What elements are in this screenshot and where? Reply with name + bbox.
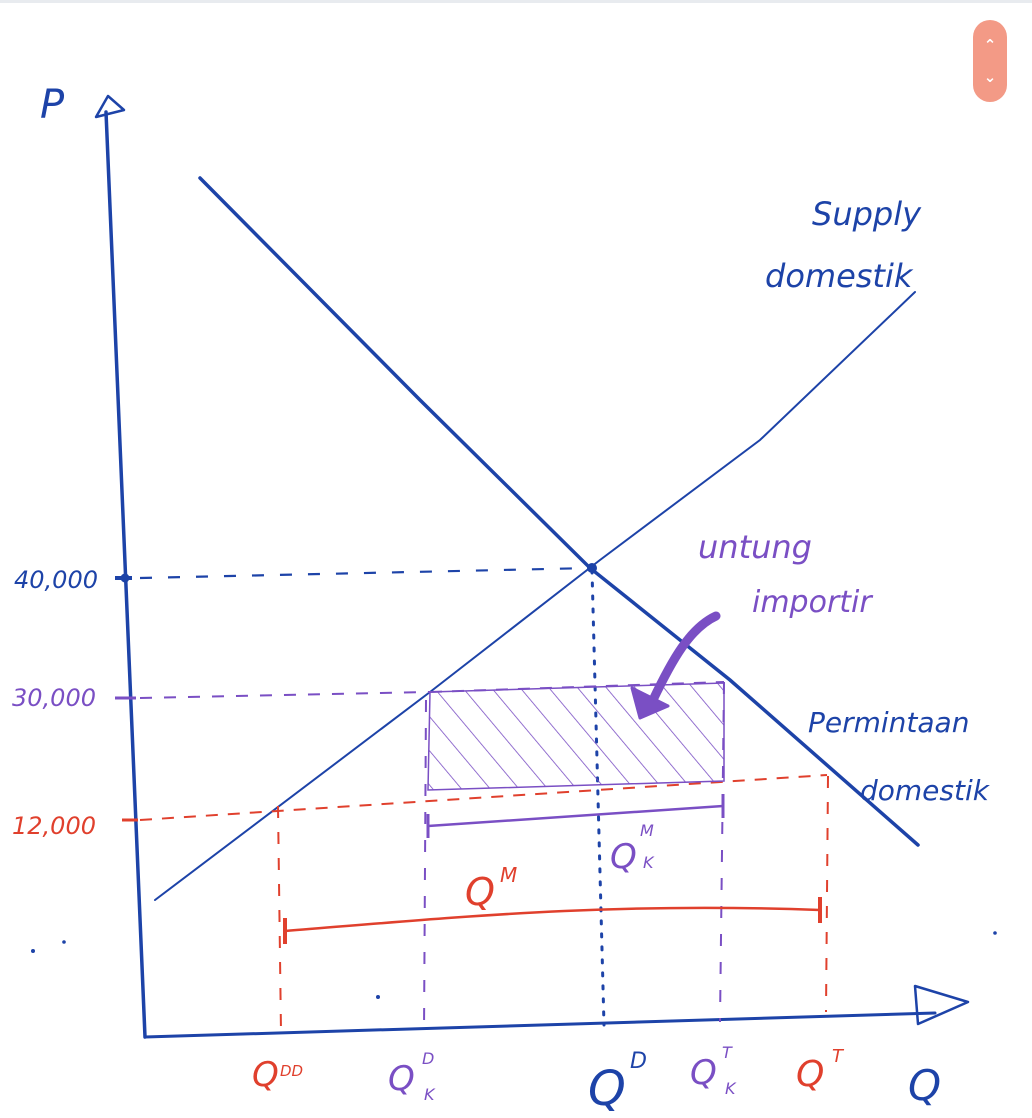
price-label-12000: 12,000 bbox=[12, 812, 96, 840]
q-k-t-label: Q T K bbox=[690, 1043, 737, 1098]
price-label-40000: 40,000 bbox=[14, 566, 98, 594]
y-axis-arrowhead bbox=[94, 94, 126, 119]
svg-text:Q: Q bbox=[252, 1055, 279, 1095]
price-guide-12000 bbox=[139, 774, 828, 821]
price-guide-40000 bbox=[139, 566, 593, 580]
annotation-line2: importir bbox=[752, 585, 873, 620]
chevron-up-icon[interactable]: ⌃ bbox=[983, 36, 997, 54]
equilibrium-point bbox=[587, 563, 597, 573]
svg-text:Q: Q bbox=[588, 1061, 626, 1117]
price-guide-30000 bbox=[139, 691, 431, 699]
import-bracket-quota bbox=[426, 794, 725, 838]
qm-free-label: Q M bbox=[465, 863, 517, 914]
quantity-guide-qdd bbox=[277, 805, 282, 1033]
price-label-30000: 30,000 bbox=[12, 684, 96, 712]
svg-text:Q: Q bbox=[610, 837, 637, 877]
stray-dot bbox=[993, 931, 997, 935]
stray-dot bbox=[31, 949, 35, 953]
svg-text:Q: Q bbox=[465, 870, 495, 914]
qm-quota-label: Q M K bbox=[610, 821, 655, 877]
supply-label-line1: Supply bbox=[812, 195, 922, 233]
demand-label-line1: Permintaan bbox=[808, 706, 969, 739]
x-axis-arrowhead bbox=[913, 984, 970, 1026]
quantity-guide-qd bbox=[590, 568, 606, 1027]
scroll-navigator: ⌃ ⌄ bbox=[973, 20, 1007, 102]
quantity-guide-qkd bbox=[423, 699, 427, 1033]
svg-text:K: K bbox=[725, 1079, 737, 1098]
x-axis-label: Q bbox=[908, 1061, 941, 1110]
y-axis-label: P bbox=[40, 82, 65, 128]
svg-text:K: K bbox=[424, 1085, 436, 1104]
supply-label-line2: domestik bbox=[765, 257, 914, 295]
svg-text:K: K bbox=[643, 853, 655, 872]
stray-dot bbox=[62, 940, 66, 944]
svg-text:T: T bbox=[832, 1046, 845, 1067]
q-k-d-label: Q D K bbox=[388, 1049, 436, 1104]
import-bracket-free-trade bbox=[283, 897, 822, 944]
svg-text:Q: Q bbox=[796, 1054, 824, 1095]
svg-text:D: D bbox=[422, 1049, 434, 1068]
svg-text:T: T bbox=[722, 1043, 733, 1062]
q-dd-label: Q DD bbox=[252, 1055, 303, 1095]
price-tick-40000 bbox=[115, 573, 132, 583]
svg-text:M: M bbox=[640, 821, 654, 840]
q-d-label: Q D bbox=[588, 1049, 647, 1117]
supply-curve bbox=[154, 291, 916, 901]
svg-text:Q: Q bbox=[690, 1053, 717, 1093]
annotation-arrow bbox=[630, 611, 721, 720]
q-t-label: Q T bbox=[796, 1046, 845, 1095]
importer-profit-area bbox=[427, 682, 725, 791]
x-axis bbox=[143, 984, 970, 1039]
y-axis bbox=[94, 94, 147, 1039]
stray-dot bbox=[376, 995, 380, 999]
top-divider bbox=[0, 0, 1032, 3]
svg-text:M: M bbox=[500, 863, 517, 887]
chevron-down-icon[interactable]: ⌄ bbox=[983, 68, 997, 86]
quantity-guide-qt bbox=[825, 775, 829, 1013]
svg-text:DD: DD bbox=[280, 1062, 303, 1080]
svg-text:D: D bbox=[630, 1049, 647, 1074]
svg-text:Q: Q bbox=[388, 1059, 415, 1099]
demand-label-line2: domestik bbox=[860, 774, 991, 807]
annotation-line1: untung bbox=[698, 528, 812, 566]
